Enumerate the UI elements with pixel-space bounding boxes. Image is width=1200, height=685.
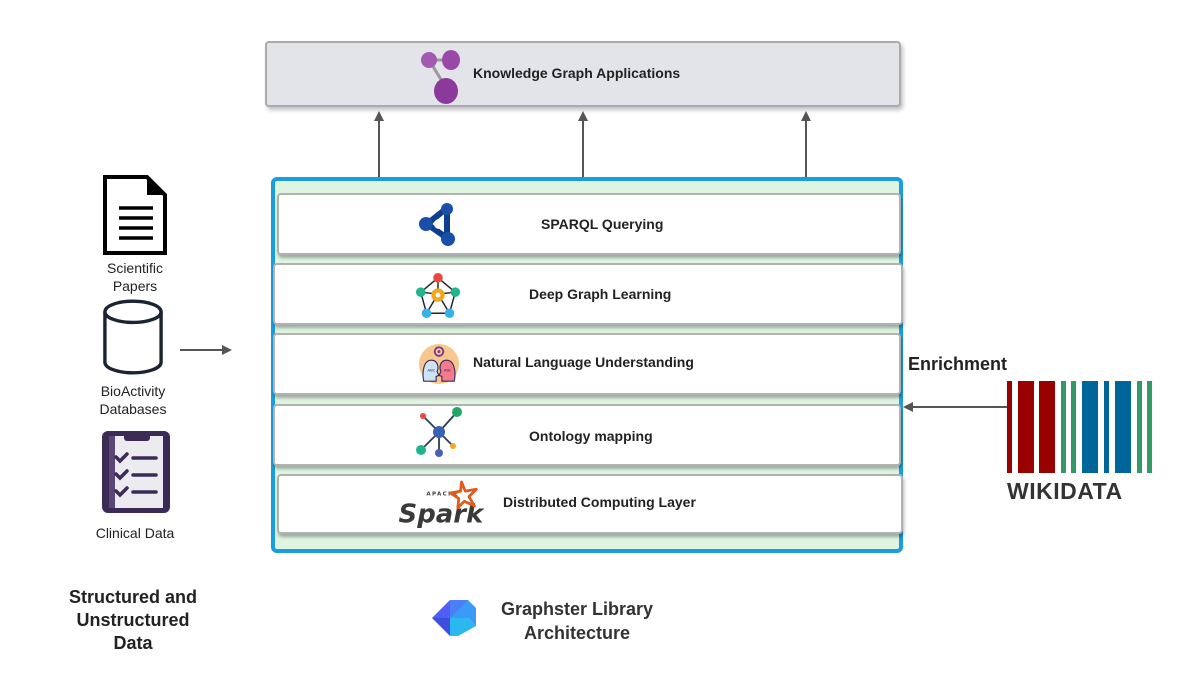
arrow-head-left (903, 402, 913, 412)
layer-ontology-mapping: Ontology mapping (273, 404, 901, 466)
wikidata-wordmark: WIKIDATA (1007, 478, 1123, 504)
layer-label-ontology: Ontology mapping (529, 428, 653, 444)
wikidata-barcode-logo (1007, 381, 1152, 473)
source-label-line: Clinical Data (95, 525, 175, 541)
graphster-library-container: SPARQL Querying Deep Graph Learning (271, 177, 903, 553)
source-label-line: Scientific (106, 260, 164, 276)
nlu-heads-icon: ABC ABC (418, 343, 460, 385)
layer-deep-graph-learning: Deep Graph Learning (273, 263, 903, 325)
knowledge-graph-applications-label: Knowledge Graph Applications (473, 65, 681, 81)
graph-nodes-icon (421, 50, 460, 104)
sources-title-line: Data (113, 633, 153, 653)
arrow-up-center (582, 120, 584, 178)
layer-label-sparql: SPARQL Querying (541, 216, 664, 232)
source-label-bioactivity-databases: BioActivity Databases (73, 382, 193, 418)
sources-group-title: Structured and Unstructured Data (43, 586, 223, 655)
layer-distributed-computing: APACHE Spark Distributed Computing Layer (277, 474, 903, 534)
source-label-scientific-papers: Scientific Papers (75, 259, 195, 295)
sources-title-line: Unstructured (76, 610, 190, 630)
neural-graph-icon (415, 273, 461, 319)
layer-label-nlu: Natural Language Understanding (473, 354, 694, 370)
svg-text:ABC: ABC (428, 368, 436, 373)
arrow-head-up-right (801, 111, 811, 121)
source-label-line: Databases (99, 401, 167, 417)
layer-label-distributed: Distributed Computing Layer (503, 494, 696, 510)
sparql-icon (419, 203, 455, 246)
arrow-up-left (378, 120, 380, 178)
arrow-head-right (222, 345, 232, 355)
caption-line: Architecture (523, 623, 631, 643)
arrow-head-up-center (578, 111, 588, 121)
graphster-cube-logo (432, 600, 476, 636)
knowledge-graph-applications-box: Knowledge Graph Applications (265, 41, 901, 107)
ontology-hub-icon (416, 407, 462, 457)
svg-text:APACHE: APACHE (426, 492, 459, 498)
layer-sparql-querying: SPARQL Querying (277, 193, 901, 255)
layer-label-deep-graph-learning: Deep Graph Learning (529, 286, 672, 302)
arrow-wikidata-to-library (912, 406, 1008, 408)
database-icon (103, 299, 163, 375)
source-label-line: Papers (112, 278, 158, 294)
arrow-head-up-left (374, 111, 384, 121)
svg-text:ABC: ABC (444, 368, 452, 373)
clipboard-checklist-icon (102, 431, 170, 513)
arrow-sources-to-library (180, 349, 223, 351)
enrichment-label: Enrichment (908, 354, 1008, 374)
sources-title-line: Structured and (68, 587, 197, 607)
arrow-up-right (805, 120, 807, 178)
apache-spark-logo: APACHE Spark (399, 480, 485, 530)
layer-natural-language-understanding: ABC ABC Natural Language Understanding (273, 333, 901, 395)
source-label-clinical-data: Clinical Data (75, 524, 195, 542)
caption-line: Graphster Library (500, 599, 654, 619)
source-label-line: BioActivity (100, 383, 166, 399)
document-icon (103, 175, 167, 255)
diagram-caption: Graphster Library Architecture (485, 597, 669, 645)
